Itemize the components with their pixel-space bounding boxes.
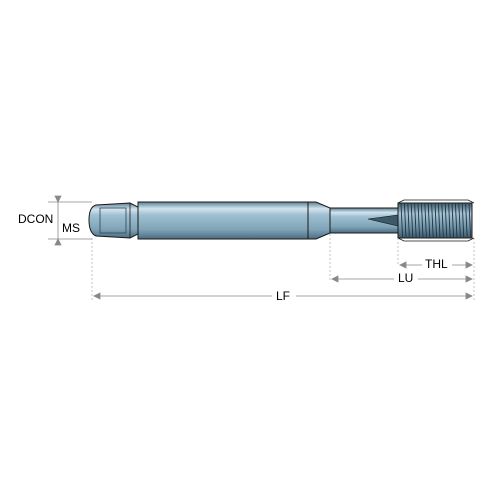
thread-crest <box>461 202 465 239</box>
thread-crest <box>458 202 461 239</box>
thread-crest <box>420 202 424 239</box>
square-drive <box>88 202 139 239</box>
lf-label: LF <box>276 289 290 303</box>
thread-crest <box>417 202 421 239</box>
ms-label: MS <box>62 221 80 235</box>
thread-crest <box>468 202 472 239</box>
thread-crest <box>403 202 407 239</box>
thread-crest <box>427 202 431 239</box>
thread-crest <box>431 202 434 239</box>
thread-crest <box>414 202 417 239</box>
thread-crest <box>424 202 427 239</box>
thread-crest <box>441 202 444 239</box>
thread-crest <box>437 202 441 239</box>
thread-crest <box>465 202 468 239</box>
extension-lines <box>91 234 475 300</box>
thread-crest <box>410 202 414 239</box>
thread-crest <box>454 202 458 239</box>
thread-crest <box>451 202 455 239</box>
shank <box>137 201 309 240</box>
dcon-label: DCON <box>18 212 53 226</box>
thl-label: THL <box>425 257 448 271</box>
thread-crest <box>407 202 410 239</box>
lu-label: LU <box>398 271 413 285</box>
dcon-dimension <box>48 195 92 246</box>
thread-crest <box>434 202 438 239</box>
thread-crest <box>444 202 448 239</box>
thread-section <box>397 199 475 242</box>
thread-crest <box>448 202 451 239</box>
thread-crest <box>400 202 404 239</box>
shank-taper <box>307 201 331 240</box>
